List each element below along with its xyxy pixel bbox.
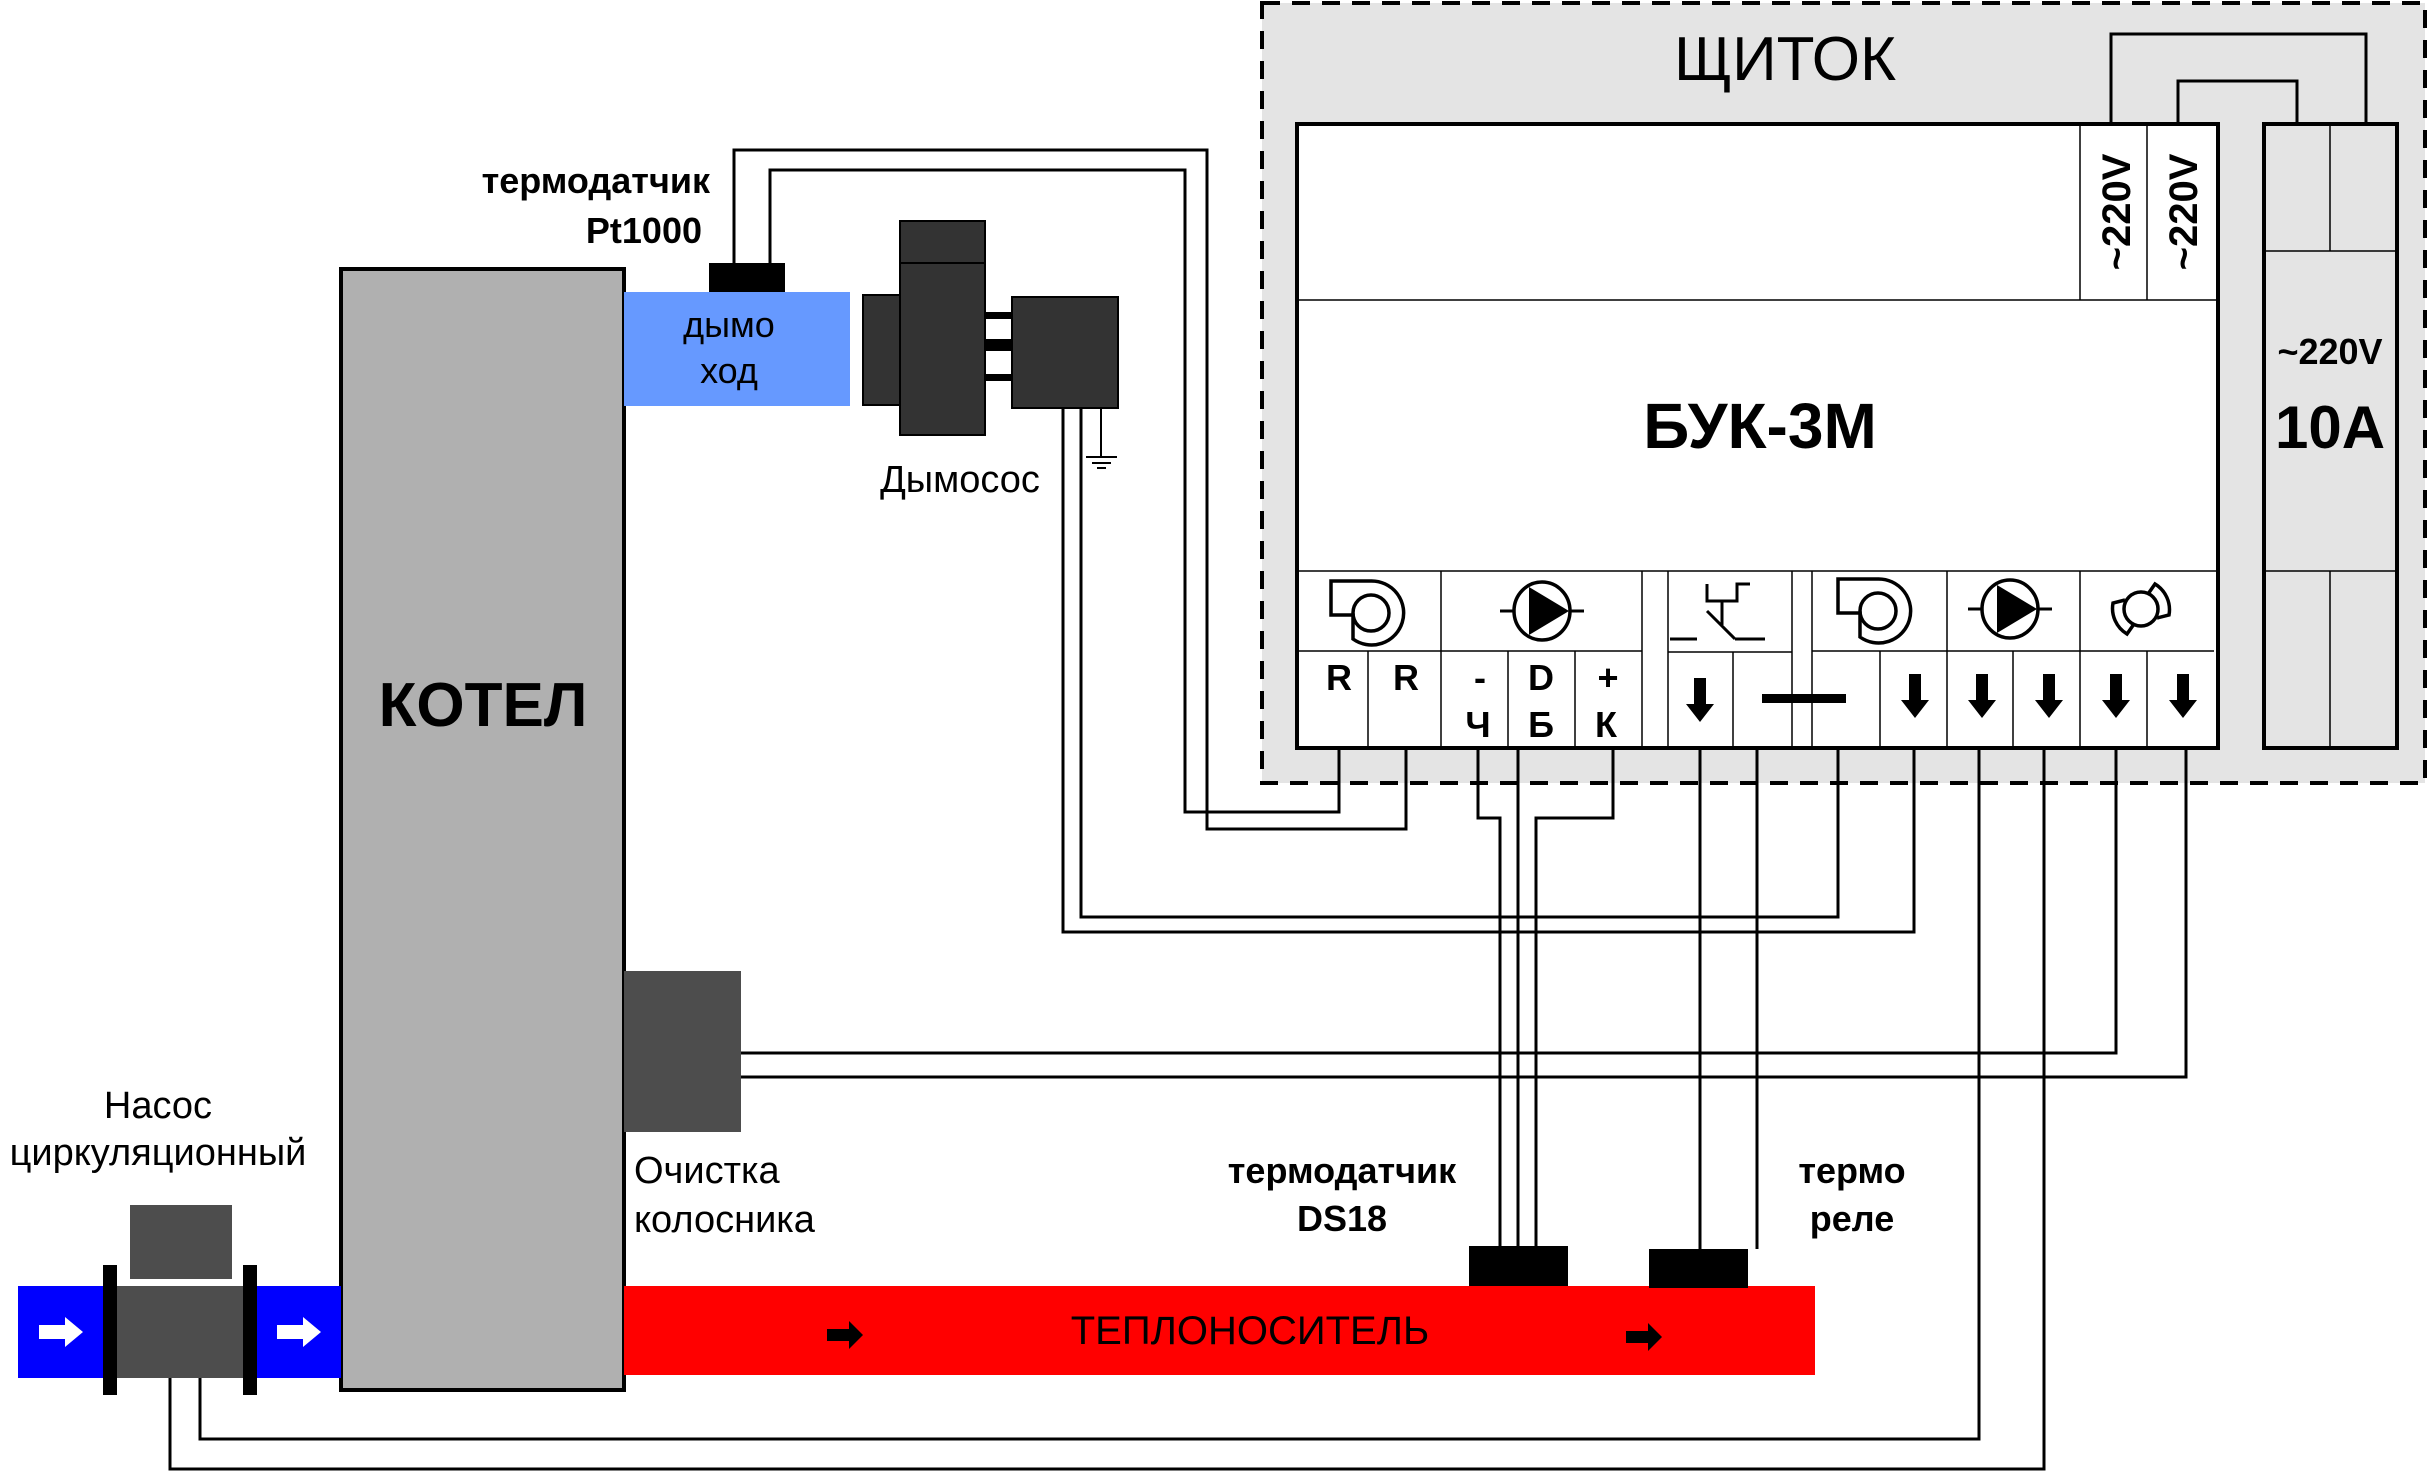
grate-cleaner-motor bbox=[624, 971, 741, 1132]
pump-body bbox=[117, 1286, 243, 1378]
chimney: дымо ход bbox=[624, 292, 850, 406]
grate-cleaner-wire-1 bbox=[741, 748, 2118, 1055]
terminal-b: Б bbox=[1528, 704, 1554, 745]
ds18-label-2: DS18 bbox=[1297, 1198, 1387, 1239]
flue-sensor-label-2: Pt1000 bbox=[586, 210, 702, 251]
pump-flange-right bbox=[243, 1265, 257, 1395]
flow-arrow-icon bbox=[827, 1321, 863, 1349]
arrow-down-icon bbox=[2169, 674, 2197, 718]
supply-pipe-body bbox=[624, 1286, 1815, 1375]
coolant-label: ТЕПЛОНОСИТЕЛЬ bbox=[1071, 1309, 1429, 1353]
exhauster-housing bbox=[899, 220, 986, 436]
thermostat-switch-icon bbox=[1670, 582, 1765, 641]
ds18-sensor: термодатчик DS18 bbox=[1228, 1150, 1568, 1286]
chimney-label-2: ход bbox=[700, 350, 758, 391]
terminal-ch: Ч bbox=[1465, 704, 1490, 745]
power-wire-outer bbox=[2109, 32, 2368, 124]
smoke-exhauster: Дымосос bbox=[862, 220, 1119, 501]
pump-icon bbox=[1500, 580, 1584, 642]
bar-terminal-icon bbox=[1762, 694, 1846, 703]
terminal-plus: + bbox=[1597, 657, 1618, 698]
return-pipe bbox=[18, 1286, 341, 1378]
panel-title: ЩИТОК bbox=[1674, 25, 1896, 94]
thermo-relay: термо реле bbox=[1649, 1150, 1906, 1288]
ds18-wire-plus bbox=[1534, 748, 1615, 1246]
exhauster-wire-1 bbox=[1079, 408, 1840, 919]
circuit-breaker: ~220V 10A bbox=[2262, 122, 2399, 750]
breaker-current: 10A bbox=[2275, 394, 2385, 461]
motor-icon bbox=[2110, 581, 2172, 637]
controller-buk3m: ~220V ~220V БУК-3М bbox=[1295, 122, 2220, 750]
ds18-sensor-body bbox=[1469, 1246, 1568, 1286]
flow-arrow-icon bbox=[277, 1317, 321, 1347]
chimney-label-1: дымо bbox=[683, 304, 775, 345]
arrow-down-icon bbox=[2035, 674, 2063, 718]
flow-arrow-icon bbox=[1626, 1323, 1662, 1351]
flue-sensor-wire-1 bbox=[732, 148, 1408, 831]
pump-icon bbox=[1968, 578, 2052, 640]
grate-cleaner-label-1: Очистка bbox=[634, 1150, 780, 1192]
arrow-down-icon bbox=[1686, 678, 1714, 722]
circulation-pump: Насос циркуляционный bbox=[10, 1085, 307, 1395]
thermo-relay-body bbox=[1649, 1249, 1748, 1288]
terminal-k: К bbox=[1595, 704, 1618, 745]
pump-label-2: циркуляционный bbox=[10, 1132, 307, 1174]
exhauster-motor bbox=[1011, 296, 1119, 409]
power-input-label-2: ~220V bbox=[2162, 153, 2206, 270]
exhauster-shaft bbox=[985, 339, 1012, 351]
terminal-arrows bbox=[1686, 674, 2197, 722]
blower-fan-icon bbox=[1329, 579, 1406, 647]
pump-wire-1 bbox=[198, 748, 1981, 1441]
terminal-r-2: R bbox=[1393, 657, 1419, 698]
exhauster-shaft bbox=[985, 374, 1012, 381]
grate-cleaner-wire-2 bbox=[741, 748, 2188, 1079]
flue-sensor-wire-2 bbox=[768, 168, 1341, 814]
exhauster-label: Дымосос bbox=[880, 459, 1040, 501]
exhauster-inlet bbox=[862, 294, 902, 406]
thermo-relay-label-1: термо bbox=[1798, 1150, 1905, 1191]
terminal-minus: - bbox=[1474, 657, 1486, 698]
boiler-body bbox=[339, 267, 626, 1392]
flue-sensor-label-1: термодатчик bbox=[482, 160, 711, 201]
ground-icon bbox=[1086, 408, 1117, 469]
arrow-down-icon bbox=[2102, 674, 2130, 718]
boiler: КОТЕЛ bbox=[339, 267, 626, 1392]
arrow-down-icon bbox=[1968, 674, 1996, 718]
grate-cleaner: Очистка колосника bbox=[624, 971, 816, 1241]
pump-label-1: Насос bbox=[104, 1085, 212, 1127]
blower-fan-icon bbox=[1836, 577, 1913, 645]
power-wire-inner bbox=[2176, 79, 2299, 124]
grate-cleaner-label-2: колосника bbox=[634, 1199, 816, 1241]
exhauster-wire-2 bbox=[1061, 408, 1916, 934]
terminal-d: D bbox=[1528, 657, 1554, 698]
pump-wire-2 bbox=[168, 748, 2046, 1471]
chimney-pipe bbox=[624, 292, 850, 406]
ds18-label-1: термодатчик bbox=[1228, 1150, 1457, 1191]
boiler-label: КОТЕЛ bbox=[379, 671, 588, 740]
exhauster-shaft bbox=[985, 312, 1012, 319]
pump-motor bbox=[130, 1205, 232, 1279]
ds18-wire-minus bbox=[1476, 748, 1502, 1246]
flue-temperature-sensor: термодатчик Pt1000 bbox=[482, 160, 785, 292]
flow-arrow-icon bbox=[39, 1317, 83, 1347]
supply-pipe: ТЕПЛОНОСИТЕЛЬ bbox=[624, 1286, 1815, 1375]
pump-flange-left bbox=[103, 1265, 117, 1395]
power-input-label-1: ~220V bbox=[2095, 153, 2139, 270]
flue-sensor-body bbox=[709, 263, 785, 292]
breaker-voltage: ~220V bbox=[2277, 331, 2382, 372]
controller-name: БУК-3М bbox=[1643, 390, 1877, 462]
thermo-relay-label-2: реле bbox=[1810, 1198, 1894, 1239]
terminal-r-1: R bbox=[1326, 657, 1352, 698]
arrow-down-icon bbox=[1901, 674, 1929, 718]
